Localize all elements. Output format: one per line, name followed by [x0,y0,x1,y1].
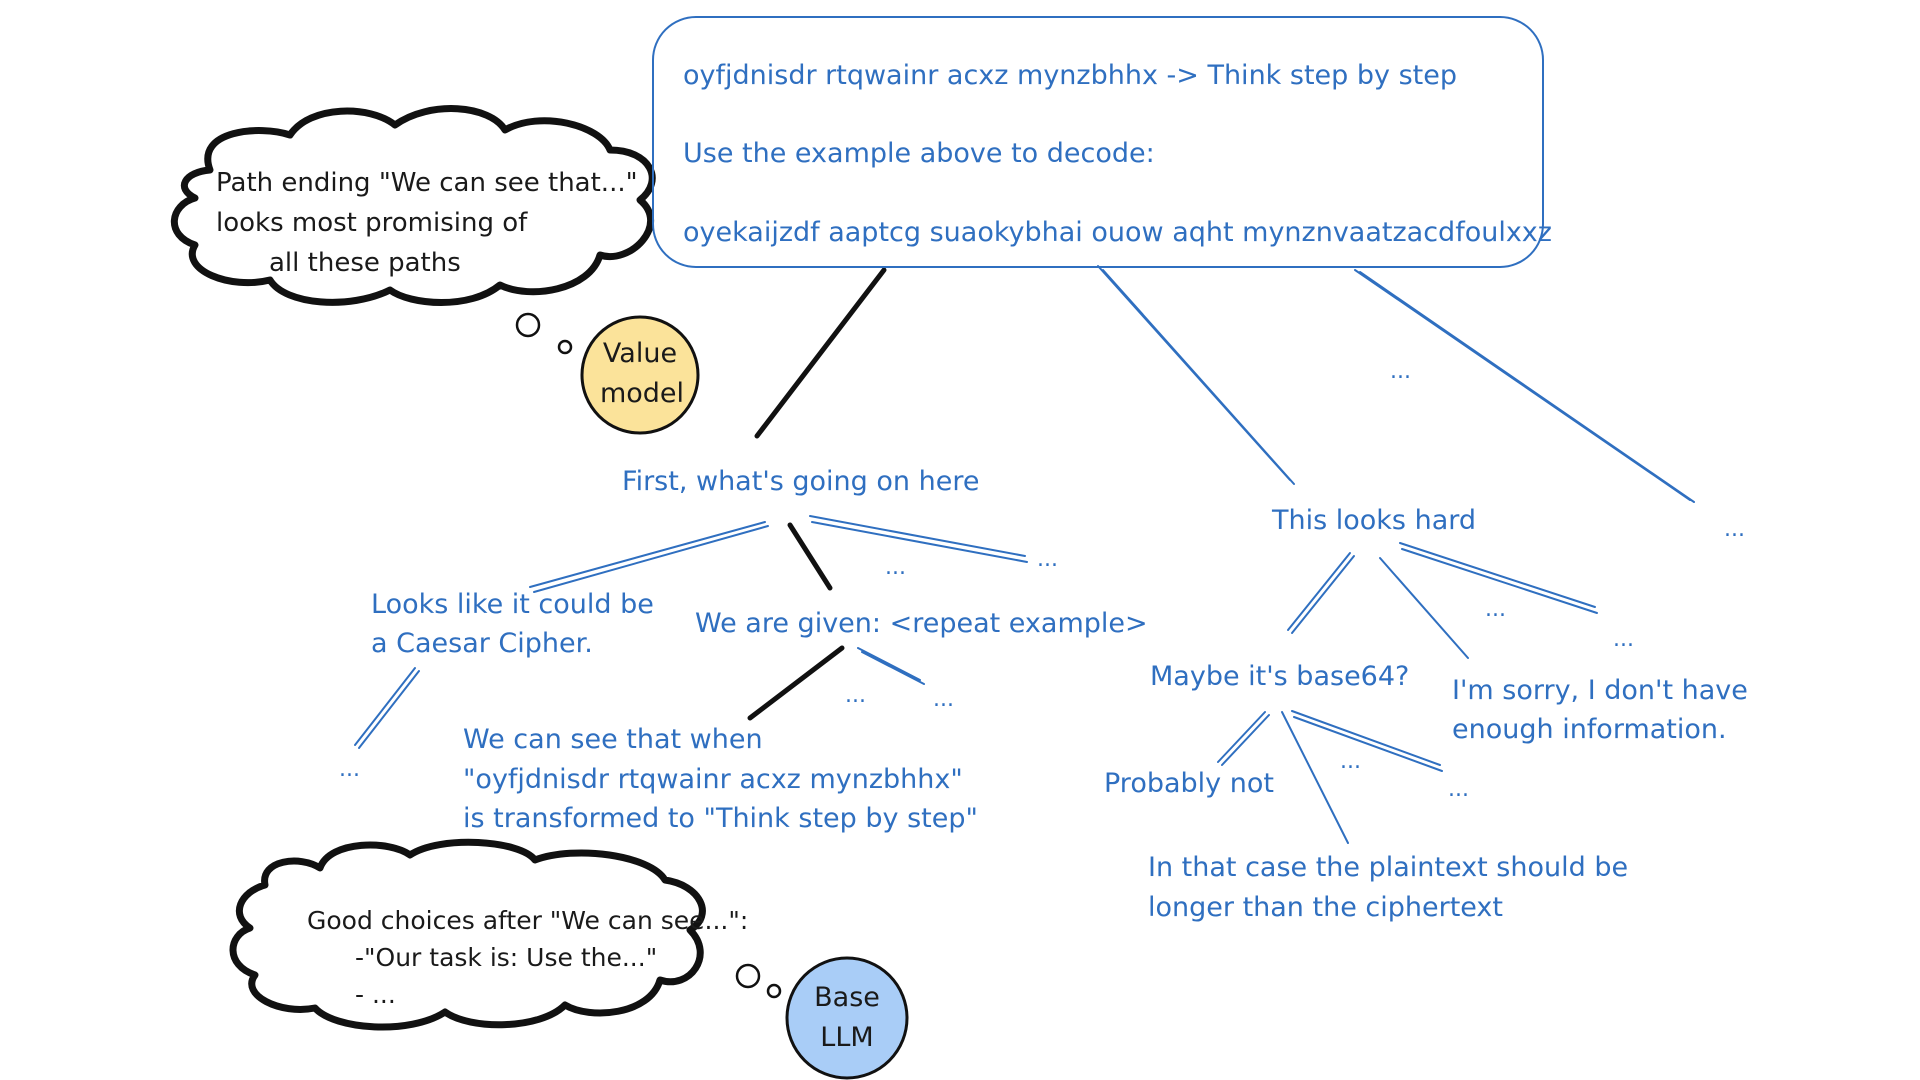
node-base64: Maybe it's base64? [1150,661,1410,692]
value-thought-line: Path ending "We can see that..." [216,168,638,198]
value-model-label: Value [602,338,678,369]
ellipsis-node: ... [1037,547,1058,572]
thought-bubble-dot [515,312,541,338]
node-this-looks-hard: This looks hard [1272,505,1477,536]
edge-hard-base64 [1287,552,1355,634]
prompt-example-line: oyfjdnisdr rtqwainr acxz mynzbhhx -> Thi… [683,60,1457,91]
tree-edges [354,265,1695,844]
edge-base64-ellipsis [1291,710,1443,772]
edge-base64-probably [1217,711,1270,766]
prompt-box [652,16,1544,268]
node-we-are-given: We are given: <repeat example> [695,608,1148,639]
base-thought-cloud [229,838,706,1031]
node-probably-not: Probably not [1104,768,1274,799]
node-we-can-see: We can see that when [463,724,763,755]
base-thought-line: - ... [355,980,396,1009]
edge-base64-longer [1281,711,1349,844]
node-caesar: Looks like it could be [371,589,654,620]
thought-bubble-dot [557,339,573,355]
ellipsis-node: ... [339,757,360,782]
node-we-can-see: is transformed to "Think step by step" [463,803,978,834]
ellipsis-node: ... [885,555,906,580]
ellipsis-node: ... [1448,777,1469,802]
node-first-whats-going-on: First, what's going on here [622,466,980,497]
selected-path-edges [747,267,887,721]
base-llm-label: Base [814,982,880,1013]
node-plaintext-longer: longer than the ciphertext [1148,892,1503,923]
base-thought-line: -"Our task is: Use the..." [355,943,658,972]
edge-hard-ellipsis [1399,542,1598,614]
value-thought-cloud [170,105,656,306]
edge-given-cansee [747,645,845,721]
node-caesar: a Caesar Cipher. [371,628,593,659]
thought-bubble-dot [735,963,761,989]
ellipsis-node: ... [933,687,954,712]
edge-first-caesar [529,521,769,593]
ellipsis-node: ... [1613,627,1634,652]
value-model-node [580,315,700,435]
edge-first-ellipsis [809,515,1028,563]
node-we-can-see: "oyfjdnisdr rtqwainr acxz mynzbhhx" [463,764,963,795]
ellipsis-node: ... [1390,359,1411,384]
edge-hard-sorry [1379,557,1469,659]
edge-first-given [787,522,833,591]
prompt-instruction-line: Use the example above to decode: [683,138,1155,169]
node-plaintext-longer: In that case the plaintext should be [1148,852,1629,883]
edge-given-ellipsis [857,647,925,685]
value-model-label: model [599,378,685,409]
ellipsis-node: ... [845,683,866,708]
edge-prompt-ellipsis-far [1354,269,1695,503]
node-sorry: I'm sorry, I don't have [1452,675,1748,706]
prompt-ciphertext-line: oyekaijzdf aaptcg suaokybhai ouow aqht m… [683,217,1552,248]
edge-prompt-hard [1097,265,1295,485]
base-llm-node [785,956,909,1080]
node-sorry: enough information. [1452,714,1727,745]
ellipsis-node: ... [1724,517,1745,542]
edge-caesar-ellipsis [354,667,420,749]
ellipsis-node: ... [1340,749,1361,774]
value-thought-line: looks most promising of [216,208,528,238]
base-llm-label: LLM [820,1022,874,1053]
value-thought-line: all these paths [269,248,461,278]
edge-prompt-first [754,267,887,439]
thought-bubble-dot [766,983,782,999]
ellipsis-node: ... [1485,597,1506,622]
base-thought-line: Good choices after "We can see...": [307,906,749,935]
